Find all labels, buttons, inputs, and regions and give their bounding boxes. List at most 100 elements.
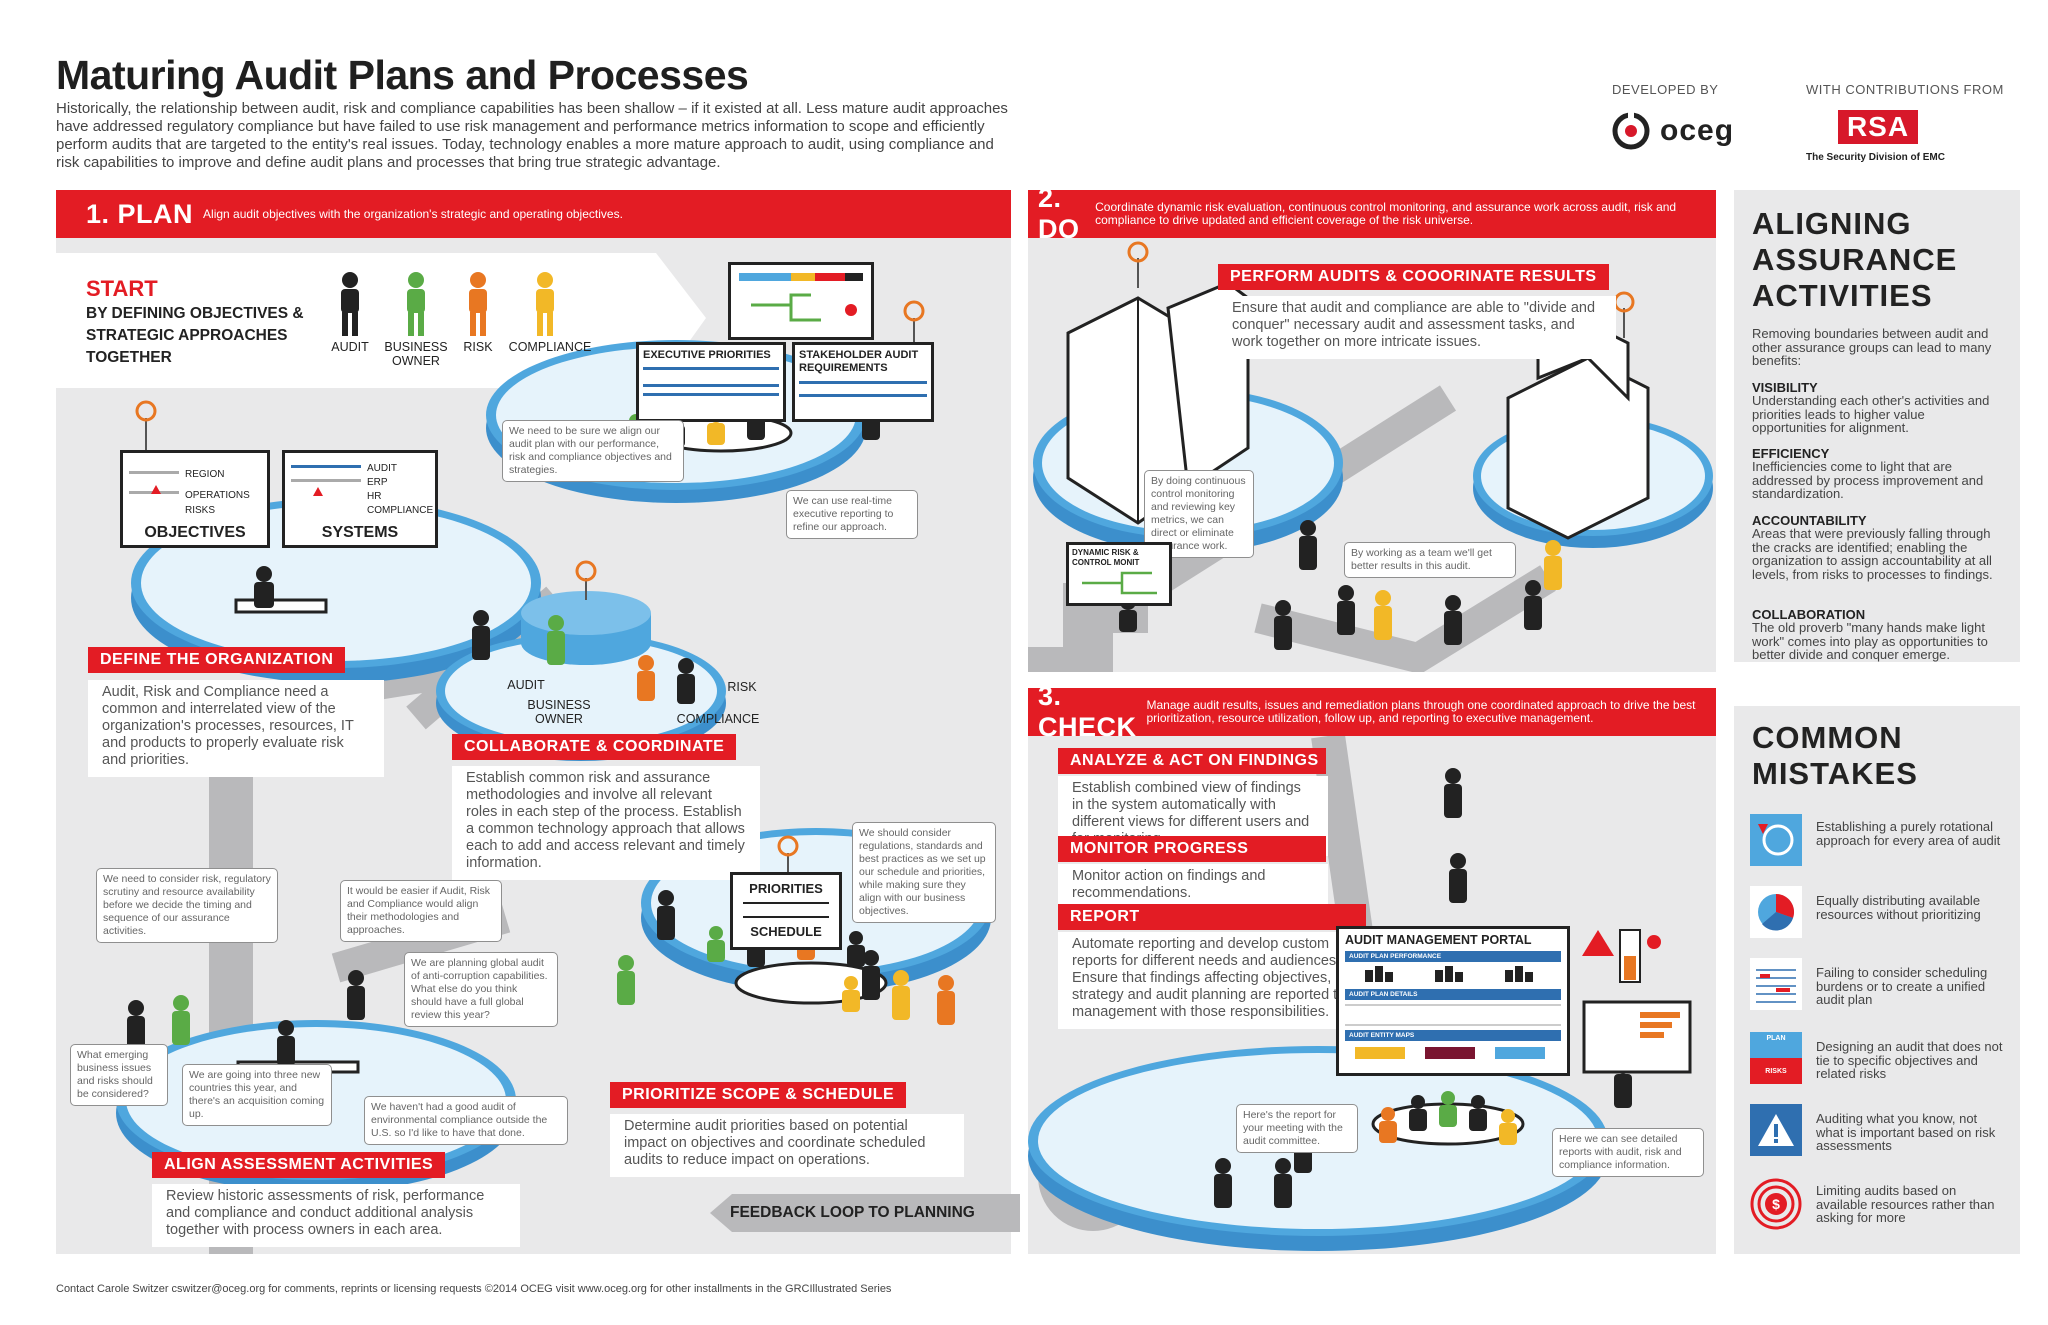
check-description: Manage audit results, issues and remedia…: [1146, 698, 1696, 725]
objectives-row-operations: OPERATIONS: [185, 490, 250, 501]
role-business-owner: BUSINESS OWNER: [384, 340, 448, 368]
rsa-tagline: The Security Division of EMC: [1806, 152, 1945, 163]
priorities-board: PRIORITIES SCHEDULE: [730, 872, 842, 950]
bubble-committee-report: Here's the report for your meeting with …: [1236, 1104, 1358, 1153]
bubble-regulations: We should consider regulations, standard…: [852, 822, 996, 923]
bubble-align-plan: We need to be sure we align our audit pl…: [502, 420, 684, 482]
collaboration-text: The old proverb "many hands make light w…: [1752, 620, 1988, 662]
report-text: Automate reporting and develop custom re…: [1058, 932, 1368, 1029]
objectives-row-risks: RISKS: [185, 505, 216, 516]
oceg-logo-icon: [1612, 112, 1650, 150]
accountability-text: Areas that were previously falling throu…: [1752, 526, 1993, 582]
plan-header-bar: 1. PLAN Align audit objectives with the …: [56, 190, 1011, 238]
warning-triangle-icon: [313, 487, 323, 496]
bubble-realtime-reporting: We can use real-time executive reporting…: [786, 490, 918, 539]
executive-priorities-label: EXECUTIVE PRIORITIES: [643, 349, 771, 361]
audit-figure-icon: [341, 272, 359, 336]
objectives-label: OBJECTIVES: [144, 524, 246, 541]
hub-role-risk: RISK: [727, 680, 757, 694]
accountability-head: ACCOUNTABILITY: [1752, 513, 1867, 528]
bubble-consider-risk: We need to consider risk, regulatory scr…: [96, 868, 278, 943]
plan-label: 1. PLAN: [86, 198, 194, 229]
business-owner-figure-icon: [407, 272, 425, 336]
aligning-panel: [1734, 190, 2020, 662]
collaborate-text: Establish common risk and assurance meth…: [452, 766, 760, 880]
bubble-emerging-issues: What emerging business issues and risks …: [70, 1044, 168, 1106]
systems-row-compliance: COMPLIANCE: [367, 505, 434, 516]
mistake-6: Limiting audits based on available resou…: [1816, 1183, 1995, 1225]
dynamic-risk-label: DYNAMIC RISK & CONTROL MONIT: [1072, 548, 1140, 567]
oceg-wordmark: oceg: [1660, 114, 1735, 147]
compliance-figure-icon: [536, 272, 554, 336]
report-title: REPORT: [1058, 904, 1366, 930]
portal-title: AUDIT MANAGEMENT PORTAL: [1345, 933, 1532, 947]
portal-row-performance[interactable]: AUDIT PLAN PERFORMANCE: [1345, 951, 1561, 962]
prioritize-text: Determine audit priorities based on pote…: [610, 1114, 964, 1177]
dashboard-chart-icon: [739, 273, 863, 322]
align-assessment-title: ALIGN ASSESSMENT ACTIVITIES: [152, 1152, 446, 1178]
role-audit: AUDIT: [331, 340, 369, 354]
monitor-progress-title: MONITOR PROGRESS: [1058, 836, 1326, 862]
visibility-head: VISIBILITY: [1752, 380, 1818, 395]
hub-role-audit: AUDIT: [507, 678, 545, 692]
mistakes-title: COMMON MISTAKES: [1752, 720, 1918, 791]
do-label: 2. DO: [1038, 183, 1080, 244]
dashboard-monitor: [728, 262, 874, 340]
collaborate-title: COLLABORATE & COORDINATE: [452, 734, 737, 760]
hub-role-business-owner: BUSINESS OWNER: [527, 698, 591, 726]
rsa-logo[interactable]: RSA: [1838, 110, 1918, 144]
do-description: Coordinate dynamic risk evaluation, cont…: [1095, 200, 1677, 227]
audit-management-portal[interactable]: AUDIT MANAGEMENT PORTAL AUDIT PLAN PERFO…: [1336, 926, 1570, 1076]
footer-contact: Contact Carole Switzer cswitzer@oceg.org…: [56, 1283, 892, 1295]
contributions-label: WITH CONTRIBUTIONS FROM: [1806, 82, 2004, 97]
collaboration-head: COLLABORATION: [1752, 607, 1866, 622]
systems-row-erp: ERP: [367, 477, 388, 488]
priorities-label: PRIORITIES: [749, 881, 823, 896]
schedule-grid-icon: [1750, 958, 1802, 1010]
executive-priorities-board: EXECUTIVE PRIORITIES: [636, 342, 786, 422]
bubble-easier-align: It would be easier if Audit, Risk and Co…: [340, 880, 502, 942]
portal-heat-bars-icon: [1355, 1047, 1545, 1059]
perform-audits-text: Ensure that audit and compliance are abl…: [1218, 296, 1616, 359]
start-subtitle: BY DEFINING OBJECTIVES & STRATEGIC APPRO…: [86, 305, 304, 366]
feedback-loop-arrow: [710, 1194, 1020, 1232]
dollar-icon: $: [1750, 1178, 1802, 1230]
prioritize-title: PRIORITIZE SCOPE & SCHEDULE: [610, 1082, 907, 1108]
bubble-three-countries: We are going into three new countries th…: [182, 1064, 332, 1126]
systems-label: SYSTEMS: [321, 524, 399, 541]
check-label: 3. CHECK: [1038, 681, 1137, 742]
portal-row-details[interactable]: AUDIT PLAN DETAILS: [1345, 989, 1561, 1000]
check-header-bar: 3. CHECK Manage audit results, issues an…: [1028, 681, 1716, 742]
define-organization-text: Audit, Risk and Compliance need a common…: [88, 680, 384, 777]
oceg-logo[interactable]: oceg: [1612, 112, 1734, 150]
bubble-team-results: By working as a team we'll get better re…: [1344, 542, 1516, 578]
mistake-3: Failing to consider scheduling burdens o…: [1816, 965, 1988, 1007]
developed-by-label: DEVELOPED BY: [1612, 82, 1719, 97]
analyze-findings-title: ANALYZE & ACT ON FINDINGS: [1058, 748, 1326, 774]
portal-row-entity-maps[interactable]: AUDIT ENTITY MAPS: [1345, 1030, 1561, 1041]
systems-row-hr: HR: [367, 491, 382, 502]
feedback-loop-label: FEEDBACK LOOP TO PLANNING: [730, 1204, 975, 1221]
do-header-bar: 2. DO Coordinate dynamic risk evaluation…: [1028, 183, 1716, 244]
aligning-title: ALIGNING ASSURANCE ACTIVITIES: [1752, 206, 1958, 313]
risk-figure-icon: [469, 272, 487, 336]
portal-bar-chart-icon: [1365, 966, 1533, 982]
monitor-progress-text: Monitor action on findings and recommend…: [1058, 864, 1328, 910]
hub-role-compliance: COMPLIANCE: [676, 712, 760, 726]
svg-text:$: $: [1772, 1196, 1780, 1212]
warning-triangle-icon: [151, 485, 161, 494]
stakeholder-requirements-board: STAKEHOLDER AUDIT REQUIREMENTS: [792, 342, 934, 422]
bubble-detailed-reports: Here we can see detailed reports with au…: [1552, 1128, 1704, 1177]
rotation-icon: [1750, 814, 1802, 866]
portal-side-widgets: [1582, 929, 1692, 1074]
do-scene: [1028, 241, 1713, 672]
perform-audits-title: PERFORM AUDITS & COOORINATE RESULTS: [1218, 264, 1609, 290]
bubble-environmental: We haven't had a good audit of environme…: [364, 1096, 568, 1145]
efficiency-head: EFFICIENCY: [1752, 446, 1830, 461]
alert-icon: [1582, 930, 1614, 956]
mistake-1: Establishing a purely rotational approac…: [1816, 819, 2001, 848]
role-figures: [341, 272, 554, 336]
bubble-global-audit: We are planning global audit of anti-cor…: [404, 952, 558, 1027]
schedule-label: SCHEDULE: [750, 924, 822, 939]
start-title: START: [86, 276, 158, 301]
